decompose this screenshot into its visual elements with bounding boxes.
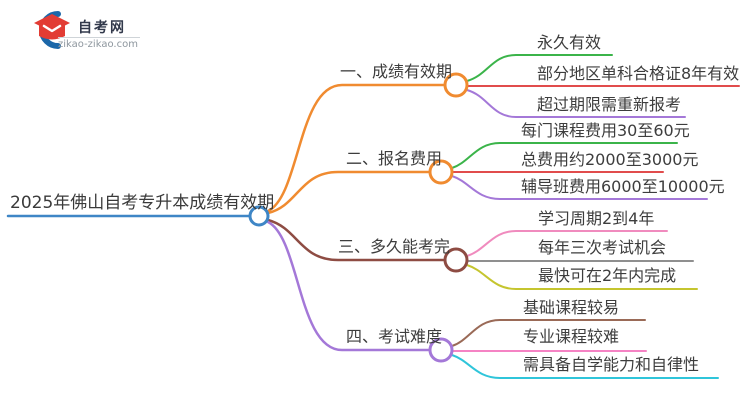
branch-node-1[interactable]: 一、成绩有效期 [340, 62, 453, 81]
leaf-node[interactable]: 部分地区单科合格证8年有效 [537, 64, 740, 83]
branch-connector [266, 220, 431, 352]
leaf-node[interactable]: 学习周期2到4年 [538, 209, 655, 228]
branch-node-handle[interactable] [428, 159, 454, 185]
leaf-node[interactable]: 总费用约2000至3000元 [521, 150, 699, 169]
branch-node-handle[interactable] [443, 247, 469, 273]
leaf-node[interactable]: 需具备自学能力和自律性 [523, 355, 700, 374]
leaf-node[interactable]: 每门课程费用30至60元 [521, 121, 690, 140]
leaf-node[interactable]: 每年三次考试机会 [538, 238, 667, 257]
branch-connector [266, 170, 431, 215]
site-logo[interactable]: 自考网 zikao-zikao.com [25, 6, 175, 56]
leaf-node[interactable]: 辅导班费用6000至10000元 [521, 177, 725, 196]
leaf-node[interactable]: 基础课程较易 [523, 298, 620, 317]
leaf-node[interactable]: 超过期限需重新报考 [537, 95, 682, 114]
branch-node-4[interactable]: 四、考试难度 [346, 327, 443, 346]
root-node[interactable]: 2025年佛山自考专升本成绩有效期 [10, 193, 275, 213]
root-node-handle[interactable] [248, 205, 270, 227]
leaf-connector [466, 264, 698, 290]
leaf-node[interactable]: 永久有效 [537, 33, 602, 52]
logo-divider [58, 37, 140, 38]
site-name: 自考网 [78, 20, 126, 36]
branch-node-handle[interactable] [428, 337, 454, 363]
branch-connector [266, 218, 446, 262]
leaf-connector [451, 142, 678, 169]
leaf-connector [466, 54, 613, 82]
leaf-connector [451, 354, 719, 379]
branch-node-2[interactable]: 二、报名费用 [346, 149, 443, 168]
logo-mark-icon [34, 11, 70, 49]
branch-node-3[interactable]: 三、多久能考完 [338, 237, 451, 256]
leaf-node[interactable]: 专业课程较难 [523, 327, 620, 346]
leaf-connector [451, 175, 708, 200]
branch-node-handle[interactable] [443, 72, 469, 98]
leaf-connector [451, 319, 646, 347]
leaf-connector [466, 230, 668, 257]
leaf-node[interactable]: 最快可在2年内完成 [538, 266, 677, 285]
branch-connector [266, 83, 446, 213]
leaf-connector [466, 89, 686, 118]
site-url: zikao-zikao.com [58, 39, 138, 50]
